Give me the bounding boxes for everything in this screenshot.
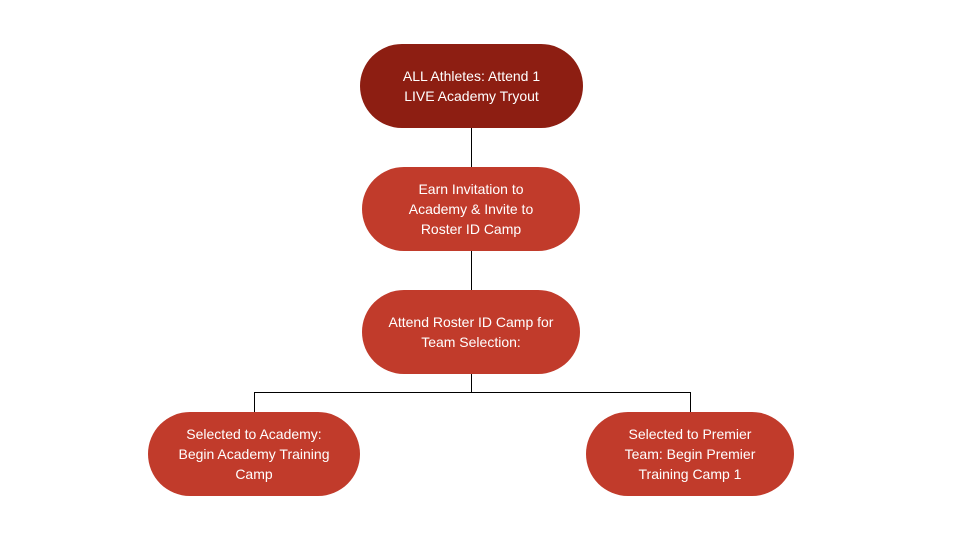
node-selected-academy: Selected to Academy: Begin Academy Train… [148,412,360,496]
node-selected-academy-label: Selected to Academy: Begin Academy Train… [178,425,330,483]
node-roster-id-camp-label: Attend Roster ID Camp for Team Selection… [388,313,554,350]
node-earn-invitation-label: Earn Invitation to Academy & Invite to R… [408,180,534,238]
node-earn-invitation: Earn Invitation to Academy & Invite to R… [362,167,580,251]
node-roster-id-camp: Attend Roster ID Camp for Team Selection… [362,290,580,374]
node-live-academy-tryout-label: ALL Athletes: Attend 1 LIVE Academy Tryo… [402,67,541,104]
node-live-academy-tryout: ALL Athletes: Attend 1 LIVE Academy Tryo… [360,44,583,128]
node-selected-premier-label: Selected to Premier Team: Begin Premier … [624,425,756,483]
node-selected-premier: Selected to Premier Team: Begin Premier … [586,412,794,496]
